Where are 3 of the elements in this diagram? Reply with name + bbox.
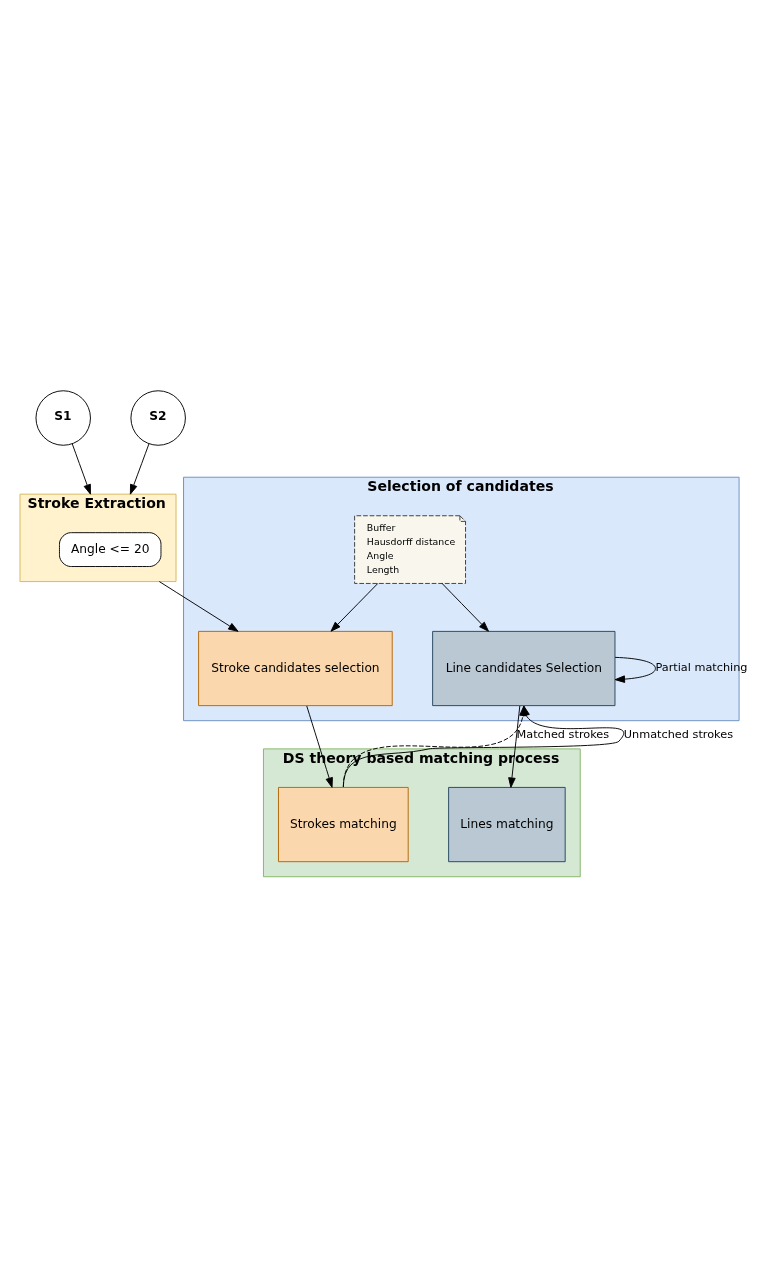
edge-label: Partial matching xyxy=(655,661,748,675)
edge-label: Unmatched strokes xyxy=(623,728,734,742)
edge-label: Matched strokes xyxy=(516,728,610,742)
